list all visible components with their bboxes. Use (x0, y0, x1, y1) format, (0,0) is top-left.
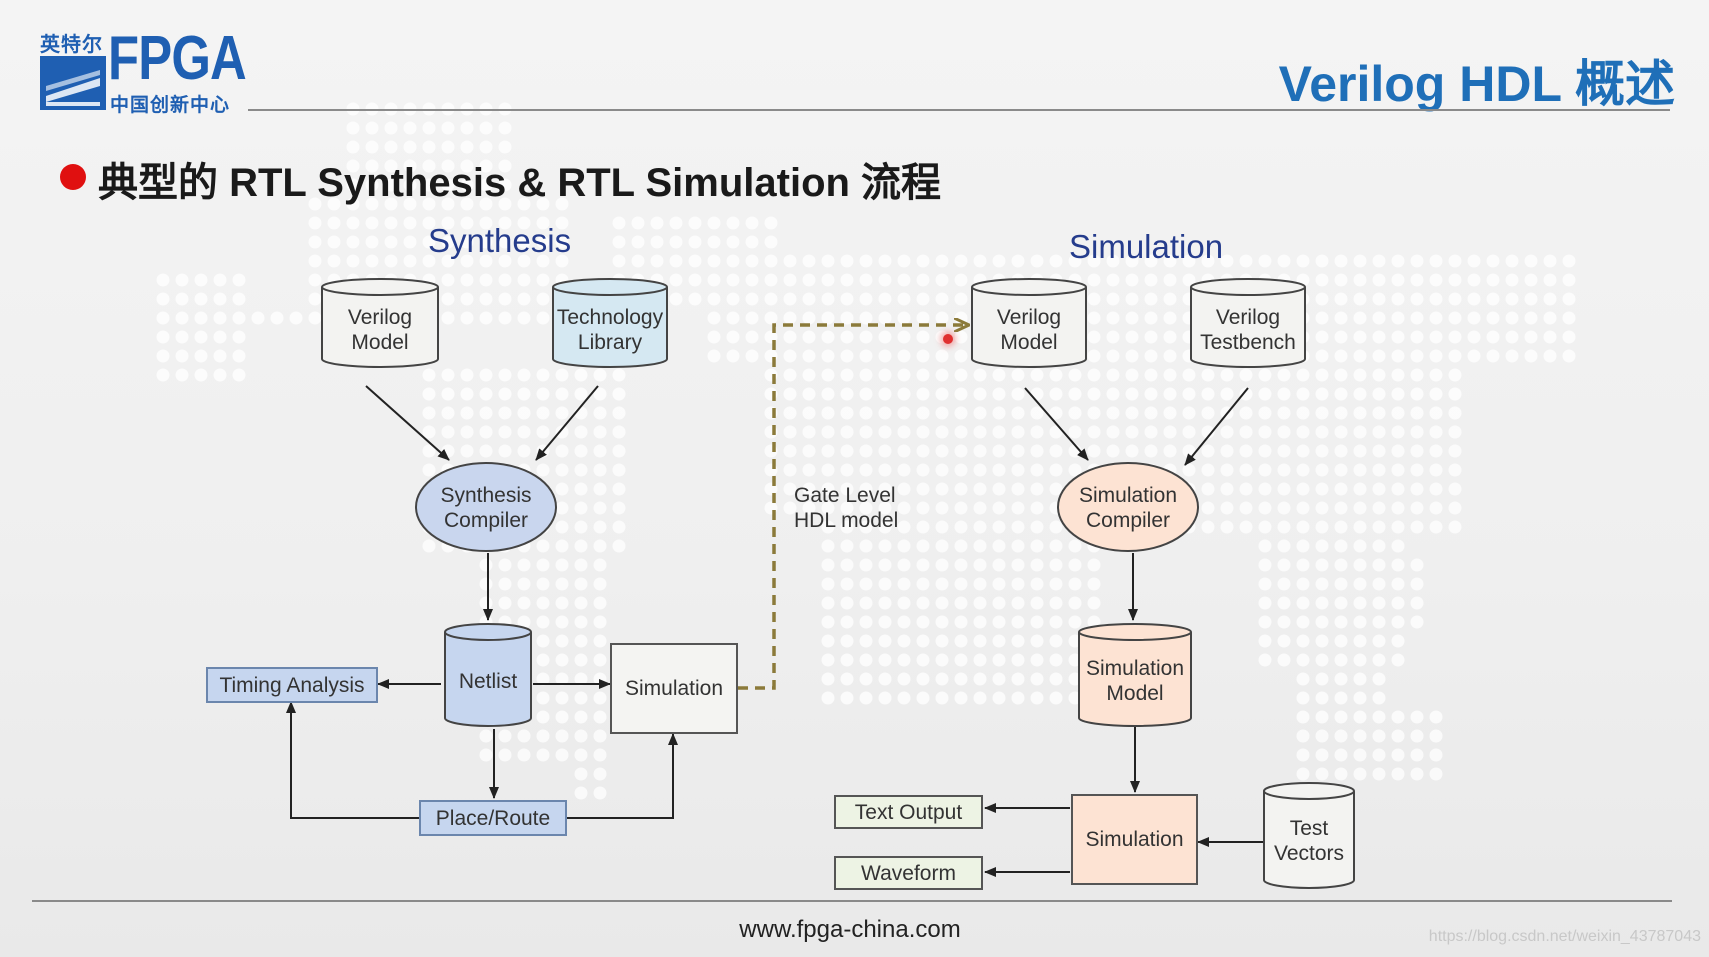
cyl-netlist (444, 623, 532, 727)
synthesis-section-title: Synthesis (428, 222, 572, 259)
pointer-highlight-icon (943, 334, 953, 344)
arrow-verilog-to-sim-compiler (1024, 387, 1089, 461)
dashed-arrow-gate-level (738, 325, 968, 690)
footer-divider (32, 900, 1672, 902)
arrow-verilog-to-synth-compiler (365, 385, 450, 461)
arrow-techlib-to-synth-compiler (535, 385, 599, 461)
place-route-box: Place/Route (419, 800, 567, 836)
cyl-technology-library (552, 278, 668, 368)
simulation-box: Simulation (1071, 794, 1198, 885)
ellipse-simulation-compiler (1057, 462, 1199, 552)
text-output-box: Text Output (834, 795, 983, 829)
simulation-section-title: Simulation (1069, 228, 1224, 265)
slide-heading: 典型的 RTL Synthesis & RTL Simulation 流程 (98, 161, 942, 205)
cyl-test-vectors (1263, 782, 1355, 889)
cyl-synth-verilog-model (321, 278, 439, 368)
ellipse-synthesis-compiler (415, 462, 557, 552)
fpga-logo: 英特尔 FPGA 中国创新中心 (40, 24, 250, 116)
logo-subtitle: 中国创新中心 (110, 95, 231, 116)
netlist-label: Netlist (458, 670, 518, 693)
waveform-box: Waveform (834, 856, 983, 890)
footer-url: www.fpga-china.com (739, 916, 961, 943)
arrow-place-route-to-simulation (567, 733, 678, 819)
bullet-icon (60, 164, 86, 190)
timing-analysis-box: Timing Analysis (206, 667, 378, 703)
logo-brand: FPGA (108, 24, 247, 93)
cyl-sim-verilog-model (971, 278, 1087, 368)
cyl-verilog-testbench (1190, 278, 1306, 368)
header-divider (248, 109, 1670, 111)
header-title: Verilog HDL 概述 (1278, 56, 1675, 112)
watermark: https://blog.csdn.net/weixin_43787043 (1428, 928, 1701, 945)
arrow-testbench-to-sim-compiler (1184, 387, 1249, 466)
arrow-place-route-to-timing (286, 701, 419, 819)
logo-building-icon (40, 56, 106, 110)
cyl-simulation-model (1078, 623, 1192, 727)
synthesis-simulation-box: Simulation (610, 643, 738, 734)
logo-cn-name: 英特尔 (40, 34, 103, 56)
